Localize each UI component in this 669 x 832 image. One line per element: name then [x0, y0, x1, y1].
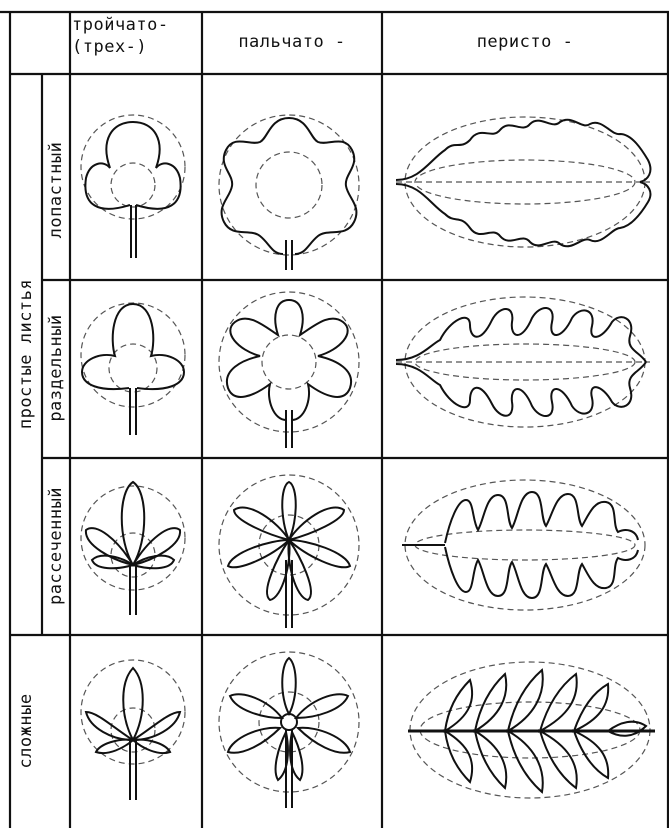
leaf-ternate-compound [81, 660, 185, 800]
header-palmate: пальчато - [202, 32, 382, 52]
leaf-palmate-lobed [219, 115, 359, 270]
header-ternate: тройчато- (трех-) [72, 14, 169, 58]
group-label-compound: сложные [16, 693, 36, 768]
leaf-pinnate-compound [408, 662, 655, 798]
group-label-simple-leaves: простые листья [16, 279, 36, 429]
leaf-palmate-dissected [219, 475, 359, 628]
leaf-pinnate-dissected [402, 480, 645, 610]
row-label-parted: раздельный [46, 314, 66, 421]
row-label-lobed: лопастный [46, 142, 66, 239]
leaf-pinnate-lobed [396, 117, 650, 247]
leaf-ternate-dissected [81, 482, 185, 615]
leaf-pinnate-parted [396, 297, 650, 427]
header-ternate-line1: тройчато- [72, 14, 169, 36]
leaf-palmate-parted [219, 292, 359, 448]
header-ternate-line2: (трех-) [72, 36, 169, 58]
leaf-ternate-parted [81, 303, 185, 435]
leaf-ternate-lobed [81, 115, 185, 258]
grid-lines [0, 12, 669, 828]
row-label-dissected: рассеченный [46, 487, 66, 605]
header-pinnate: перисто - [382, 32, 668, 52]
leaf-palmate-compound [219, 652, 359, 808]
